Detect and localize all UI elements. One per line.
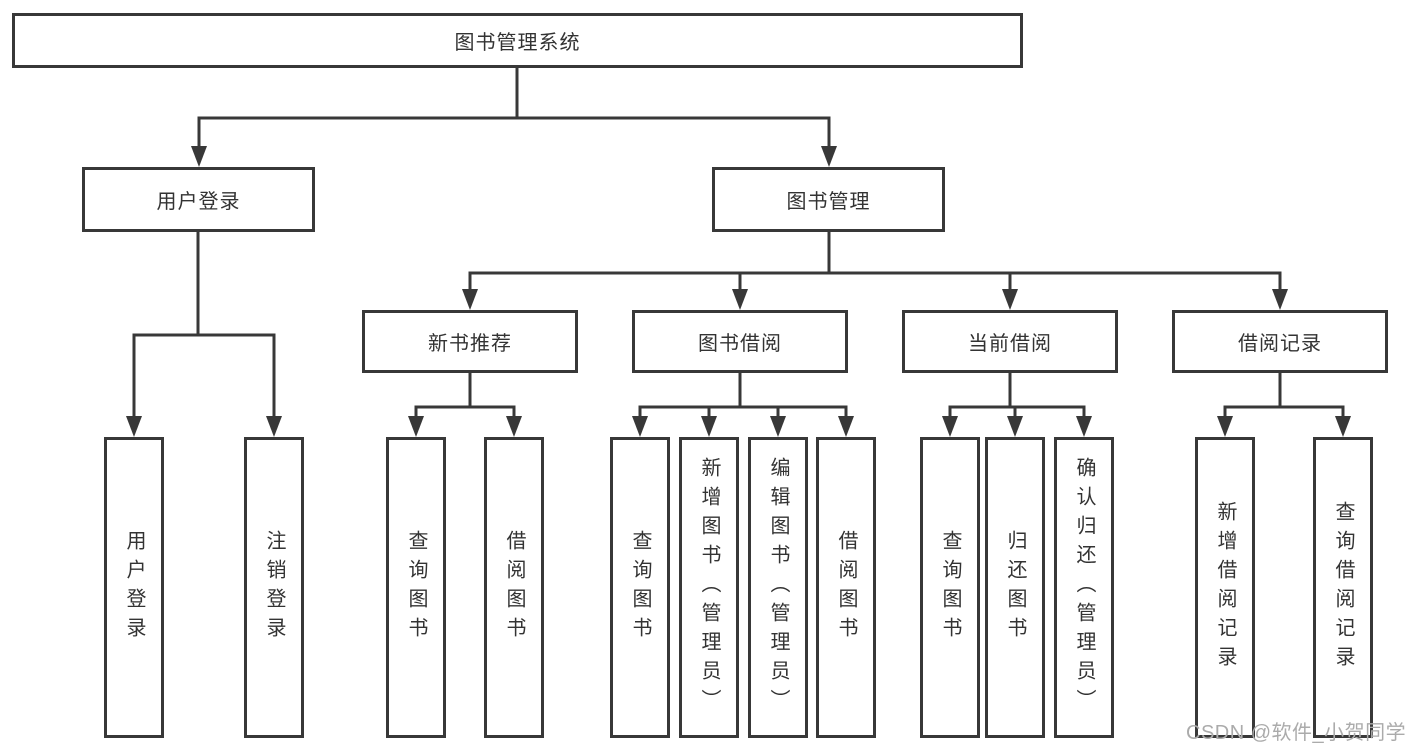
connector-new-book-recommend-branch — [408, 373, 522, 437]
connector-current-borrowing-branch — [942, 373, 1092, 437]
node-current-borrowing: 当前借阅 — [902, 310, 1118, 373]
node-label: 新增图书（管理员） — [698, 457, 720, 718]
node-label: 注销登录 — [263, 529, 285, 646]
leaf-edit-books-admin: 编辑图书（管理员） — [748, 437, 808, 738]
node-label: 图书借阅 — [698, 333, 782, 355]
leaf-query-borrow-record: 查询借阅记录 — [1313, 437, 1373, 738]
node-label: 查询图书 — [939, 529, 961, 646]
csdn-watermark: CSDN @软件_小贺同学 — [1186, 722, 1405, 744]
node-book-management: 图书管理 — [712, 167, 945, 232]
node-label: 用户登录 — [156, 191, 241, 213]
node-label: 归还图书 — [1004, 529, 1026, 646]
node-label: 新书推荐 — [428, 333, 512, 355]
node-root-library-system: 图书管理系统 — [12, 13, 1023, 68]
node-borrowing-records: 借阅记录 — [1172, 310, 1388, 373]
leaf-add-borrow-record: 新增借阅记录 — [1195, 437, 1255, 738]
leaf-user-login: 用户登录 — [104, 437, 164, 738]
node-label: 用户登录 — [123, 529, 145, 646]
node-new-book-recommend: 新书推荐 — [362, 310, 578, 373]
node-label: 当前借阅 — [968, 333, 1052, 355]
node-label: 确认归还（管理员） — [1073, 457, 1095, 718]
leaf-borrow-books-recommend: 借阅图书 — [484, 437, 544, 738]
node-label: 借阅图书 — [835, 529, 857, 646]
leaf-query-books-current: 查询图书 — [920, 437, 980, 738]
leaf-query-books-borrowing: 查询图书 — [610, 437, 670, 738]
leaf-logout: 注销登录 — [244, 437, 304, 738]
node-label: 借阅记录 — [1238, 333, 1322, 355]
connector-book-management-branch — [462, 232, 1288, 310]
leaf-return-books: 归还图书 — [985, 437, 1045, 738]
node-label: 图书管理系统 — [454, 32, 581, 54]
leaf-add-books-admin: 新增图书（管理员） — [679, 437, 739, 738]
node-book-borrowing: 图书借阅 — [632, 310, 848, 373]
leaf-confirm-return-admin: 确认归还（管理员） — [1054, 437, 1114, 738]
node-label: 借阅图书 — [503, 529, 525, 646]
node-label: 查询图书 — [405, 529, 427, 646]
leaf-query-books-recommend: 查询图书 — [386, 437, 446, 738]
node-label: 查询图书 — [629, 529, 651, 646]
leaf-borrow-books-borrowing: 借阅图书 — [816, 437, 876, 738]
connector-root-to-level2 — [191, 68, 837, 167]
node-label: 新增借阅记录 — [1214, 500, 1236, 675]
connector-book-borrowing-branch — [632, 373, 854, 437]
connector-borrowing-records-branch — [1217, 373, 1351, 437]
node-user-login: 用户登录 — [82, 167, 315, 232]
node-label: 编辑图书（管理员） — [767, 457, 789, 718]
connector-user-login-branch — [126, 232, 282, 437]
node-label: 图书管理 — [786, 191, 871, 213]
node-label: 查询借阅记录 — [1332, 500, 1354, 675]
